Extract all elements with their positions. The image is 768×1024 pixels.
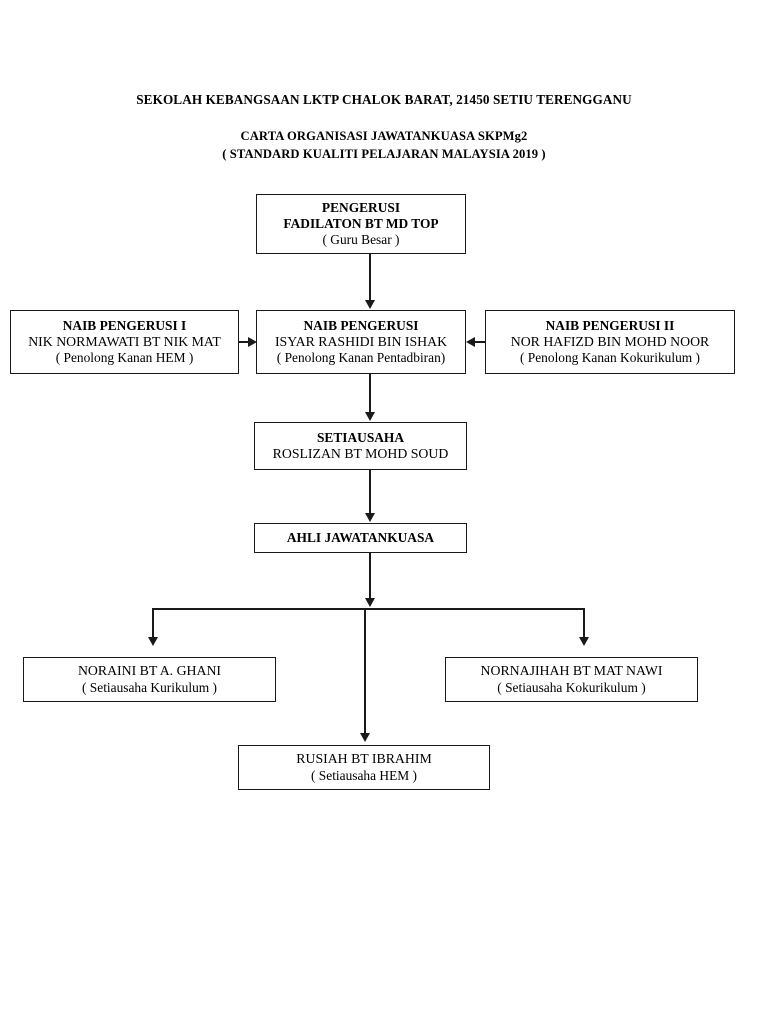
arrowhead-branch-to-kokurikulum <box>578 637 589 646</box>
connector-naib-to-setiausaha <box>369 374 371 413</box>
node-naib-pengerusi-2-name: NOR HAFIZD BIN MOHD NOOR <box>510 333 710 349</box>
node-naib-pengerusi-1-title: NAIB PENGERUSI I <box>62 318 187 334</box>
branch-distribution-bar <box>152 608 585 611</box>
node-naib-pengerusi-1-role: ( Penolong Kanan HEM ) <box>55 350 194 366</box>
node-setiausaha: SETIAUSAHA ROSLIZAN BT MOHD SOUD <box>254 422 467 470</box>
connector-pengerusi-to-naib <box>369 254 371 301</box>
connector-setiausaha-to-ahli <box>369 470 371 514</box>
arrowhead-naib2-to-naib <box>466 336 475 347</box>
chart-title-heading: CARTA ORGANISASI JAWATANKUASA SKPMg2 <box>240 129 528 143</box>
node-pengerusi-title: PENGERUSI <box>321 200 401 216</box>
connector-ahli-to-branch-bar <box>369 553 371 600</box>
node-setiausaha-kurikulum: NORAINI BT A. GHANI ( Setiausaha Kurikul… <box>23 657 276 702</box>
node-naib-pengerusi-2-title: NAIB PENGERUSI II <box>545 318 675 334</box>
node-naib-pengerusi-1-name: NIK NORMAWATI BT NIK MAT <box>28 333 221 349</box>
node-naib-pengerusi-2-role: ( Penolong Kanan Kokurikulum ) <box>519 350 700 366</box>
arrowhead-naib-to-setiausaha <box>364 412 375 421</box>
node-setiausaha-kokurikulum-role: ( Setiausaha Kokurikulum ) <box>497 679 646 695</box>
node-naib-pengerusi-title: NAIB PENGERUSI <box>303 318 419 334</box>
node-naib-pengerusi: NAIB PENGERUSI ISYAR RASHIDI BIN ISHAK (… <box>256 310 466 374</box>
node-setiausaha-kokurikulum: NORNAJIHAH BT MAT NAWI ( Setiausaha Koku… <box>445 657 698 702</box>
connector-branch-to-kokurikulum <box>583 610 585 639</box>
arrowhead-ahli-to-branch-bar <box>364 598 375 607</box>
arrowhead-setiausaha-to-ahli <box>364 513 375 522</box>
node-setiausaha-hem-role: ( Setiausaha HEM ) <box>311 767 417 783</box>
node-naib-pengerusi-role: ( Penolong Kanan Pentadbiran) <box>276 350 446 366</box>
node-setiausaha-kurikulum-role: ( Setiausaha Kurikulum ) <box>82 679 217 695</box>
arrowhead-branch-to-hem <box>359 733 370 742</box>
arrowhead-pengerusi-to-naib <box>364 300 375 309</box>
node-setiausaha-title: SETIAUSAHA <box>316 429 405 445</box>
node-naib-pengerusi-2: NAIB PENGERUSI II NOR HAFIZD BIN MOHD NO… <box>485 310 735 374</box>
node-setiausaha-kokurikulum-name: NORNAJIHAH BT MAT NAWI <box>480 663 663 679</box>
node-setiausaha-hem-name: RUSIAH BT IBRAHIM <box>296 751 432 767</box>
connector-branch-to-hem <box>364 610 366 735</box>
connector-naib1-to-naib <box>239 341 251 343</box>
node-setiausaha-hem: RUSIAH BT IBRAHIM ( Setiausaha HEM ) <box>238 745 490 790</box>
node-ahli-jawatankuasa: AHLI JAWATANKUASA <box>254 523 467 553</box>
school-name-heading: SEKOLAH KEBANGSAAN LKTP CHALOK BARAT, 21… <box>136 92 632 107</box>
node-pengerusi: PENGERUSI FADILATON BT MD TOP ( Guru Bes… <box>256 194 466 254</box>
node-naib-pengerusi-name: ISYAR RASHIDI BIN ISHAK <box>274 333 448 349</box>
node-setiausaha-kurikulum-name: NORAINI BT A. GHANI <box>77 663 222 679</box>
connector-branch-to-kurikulum <box>152 610 154 639</box>
connector-naib2-to-naib <box>475 341 485 343</box>
node-pengerusi-role: ( Guru Besar ) <box>322 231 400 247</box>
node-pengerusi-name: FADILATON BT MD TOP <box>283 216 439 232</box>
arrowhead-branch-to-kurikulum <box>147 637 158 646</box>
chart-subtitle-heading: ( STANDARD KUALITI PELAJARAN MALAYSIA 20… <box>222 147 546 161</box>
arrowhead-naib1-to-naib <box>248 336 257 347</box>
node-ahli-jawatankuasa-title: AHLI JAWATANKUASA <box>286 530 435 546</box>
node-naib-pengerusi-1: NAIB PENGERUSI I NIK NORMAWATI BT NIK MA… <box>10 310 239 374</box>
node-setiausaha-name: ROSLIZAN BT MOHD SOUD <box>272 445 449 461</box>
